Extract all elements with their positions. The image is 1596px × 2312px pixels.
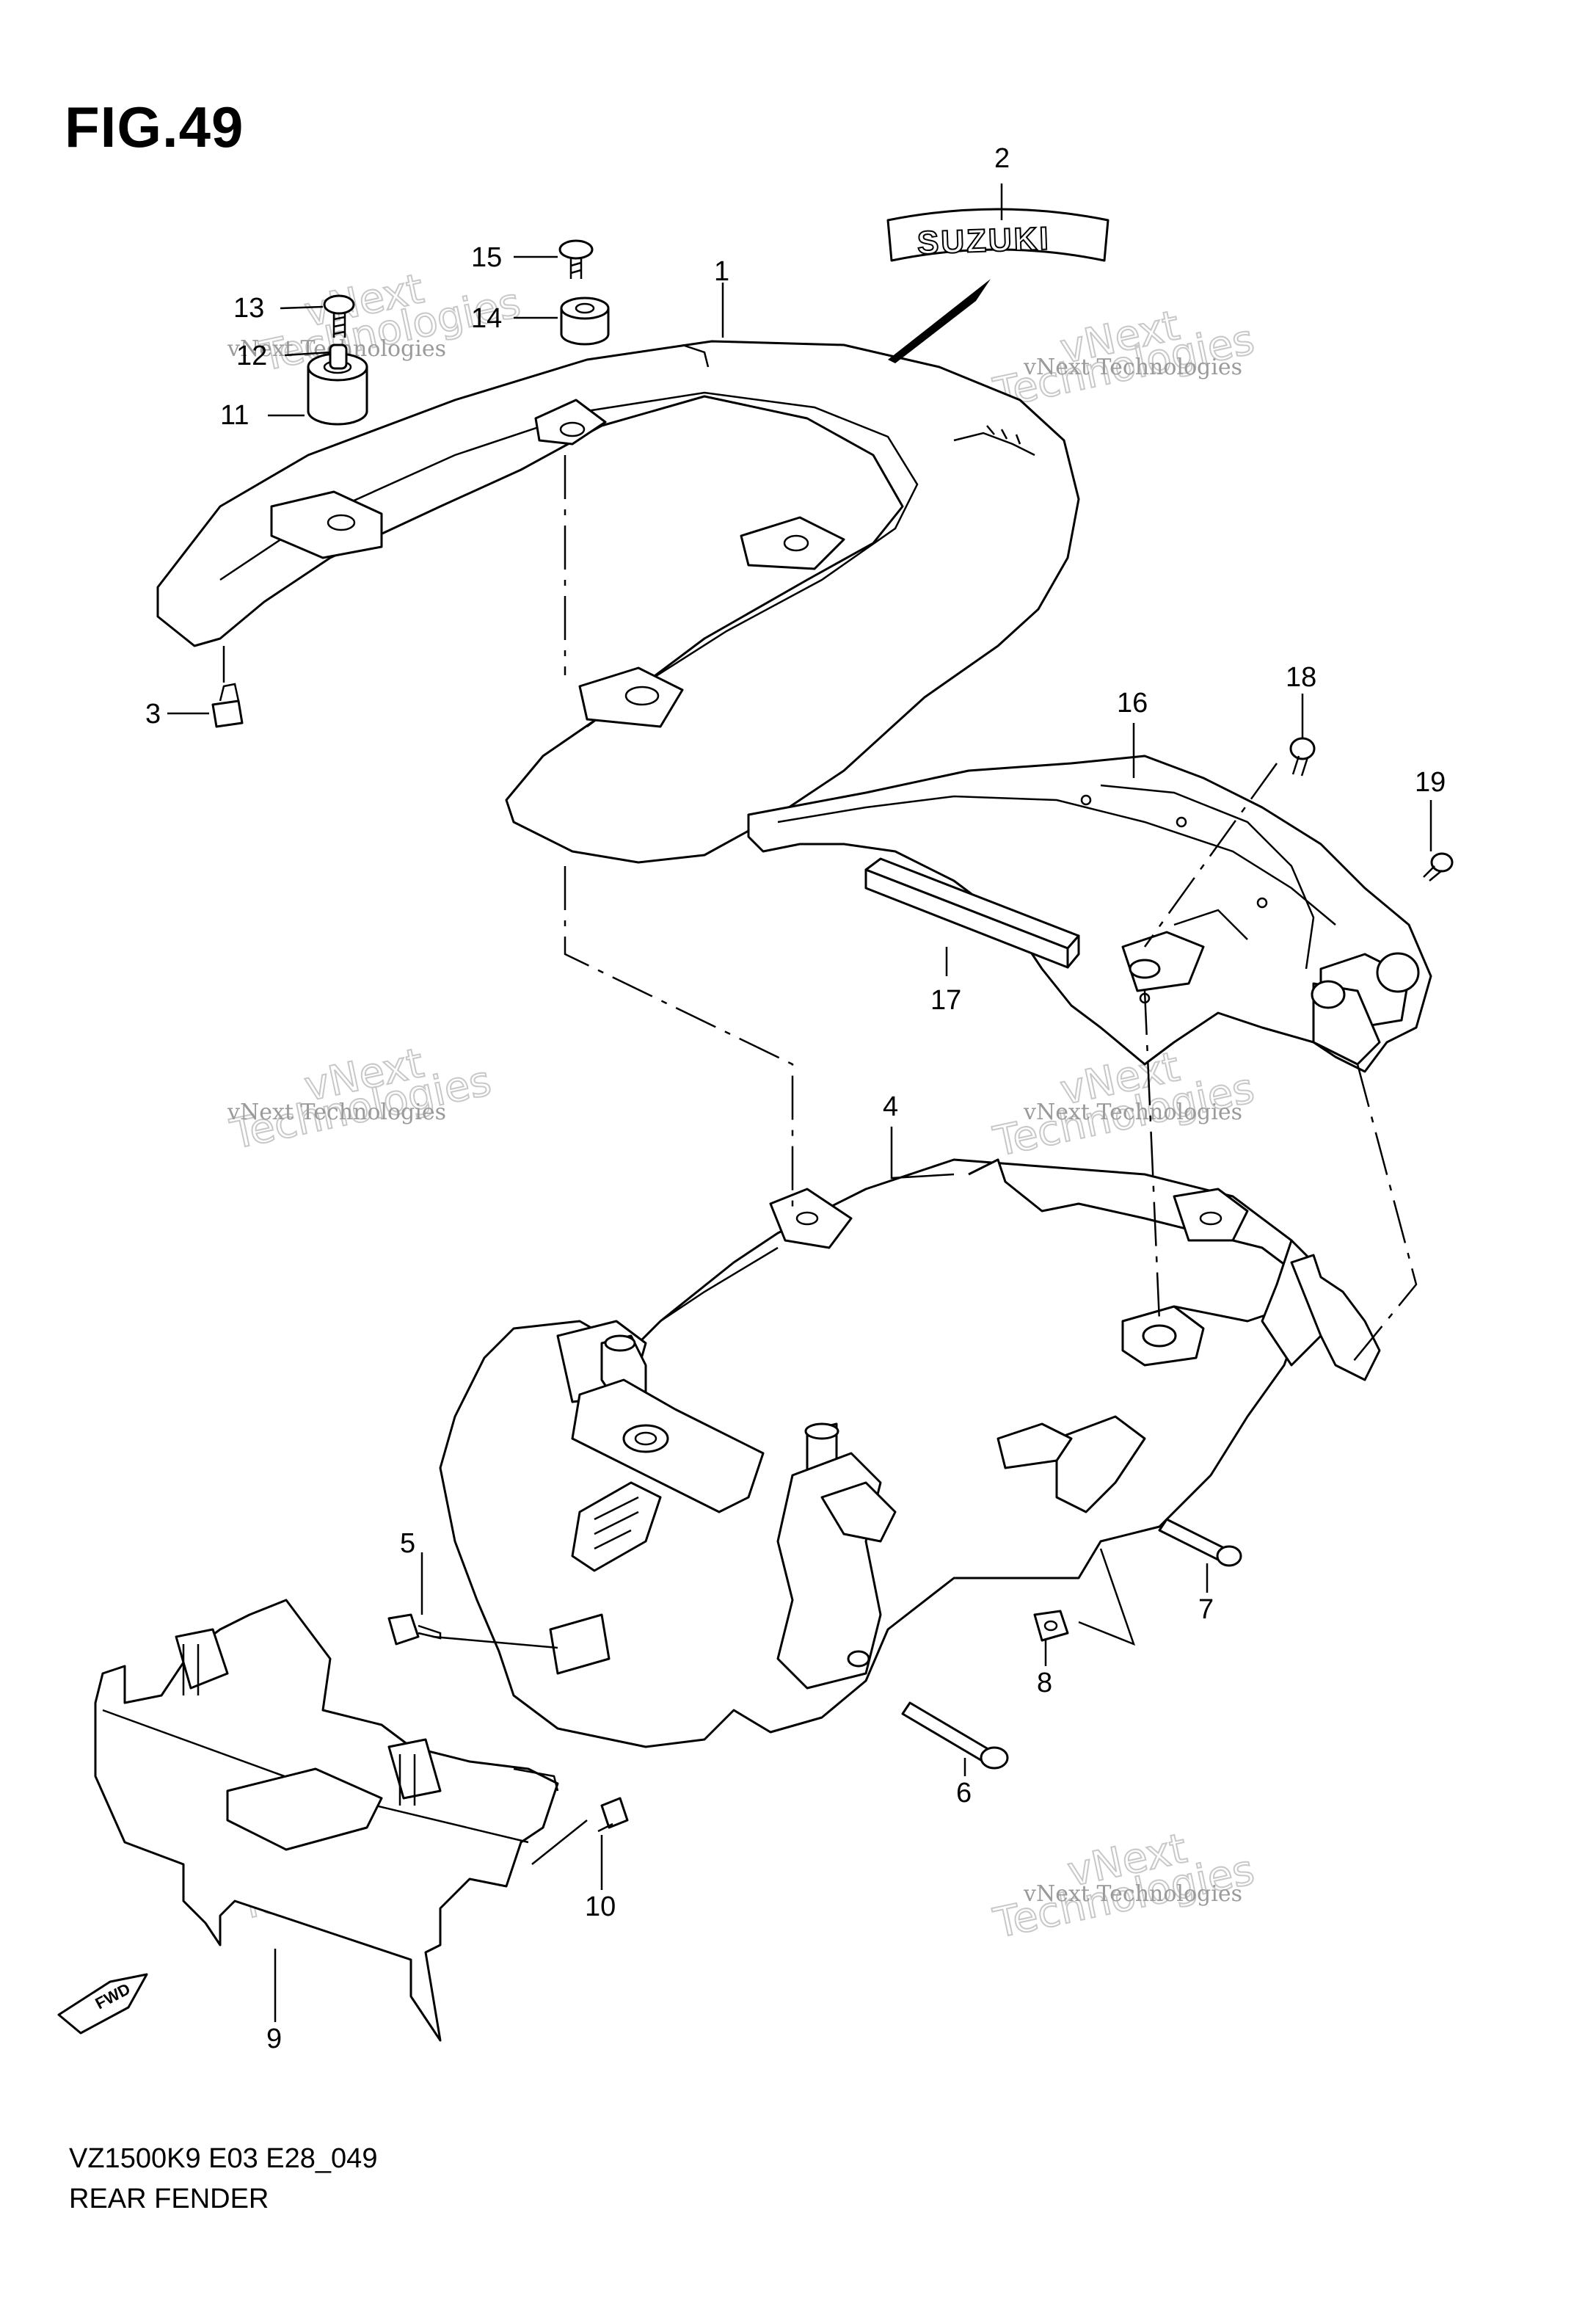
callout-9: 9	[266, 2024, 282, 2054]
callout-6: 6	[956, 1778, 972, 1808]
part-16-rear-fender-rear	[747, 755, 1432, 1073]
part-13-screw	[323, 294, 355, 338]
section-name: REAR FENDER	[69, 2184, 269, 2214]
callout-10: 10	[585, 1891, 616, 1922]
part-5-bolt	[387, 1613, 442, 1646]
part-9-fender-plate	[94, 1599, 559, 2042]
part-8-nut	[1033, 1610, 1069, 1642]
part-19-screw	[1423, 852, 1454, 881]
leader-lines	[167, 183, 1432, 2022]
watermark-mid-left: Technologies vNext vNext Technologies	[225, 1039, 495, 1160]
watermark-top-right: Technologies vNext vNext Technologies	[988, 301, 1258, 418]
part-15-screw	[558, 239, 594, 279]
figure-title: FIG.49	[65, 95, 244, 159]
callout-16: 16	[1117, 688, 1148, 719]
callout-18: 18	[1286, 662, 1316, 693]
model-code: VZ1500K9 E03 E28_049	[69, 2143, 378, 2174]
part-6-bolt	[901, 1701, 1009, 1770]
decal-suzuki-text: SUZUKI	[917, 221, 1051, 261]
callout-19: 19	[1415, 767, 1446, 798]
callout-5: 5	[400, 1528, 415, 1559]
part-1-rear-seat-cowl	[156, 340, 1080, 864]
part-17-cushion-strip	[864, 857, 1080, 969]
watermark-bottom-right: Technologies vNext vNext Technologies	[988, 1824, 1258, 1949]
part-2-suzuki-decal: SUZUKI	[886, 208, 1109, 363]
callout-2: 2	[994, 143, 1010, 174]
callout-labels: 1 2 3 4 5 6 7 8 9 10 11 12 13 14 15 16 1…	[145, 143, 1446, 2054]
callout-14: 14	[471, 303, 502, 334]
callout-1: 1	[714, 256, 729, 287]
callout-8: 8	[1037, 1668, 1052, 1698]
callout-17: 17	[930, 985, 961, 1016]
part-7-bolt	[1158, 1518, 1242, 1567]
part-3-nut	[211, 683, 244, 728]
part-10-clip	[597, 1797, 629, 1833]
svg-text:vNext Technologies: vNext Technologies	[227, 1099, 446, 1125]
svg-text:vNext Technologies: vNext Technologies	[1023, 1881, 1242, 1907]
callout-11: 11	[220, 400, 249, 431]
svg-text:vNext Technologies: vNext Technologies	[1023, 355, 1242, 380]
watermark-mid-right: Technologies vNext vNext Technologies	[988, 1042, 1258, 1167]
callout-13: 13	[233, 293, 264, 324]
fwd-arrow-icon: FWD	[57, 1973, 148, 2035]
callout-7: 7	[1198, 1594, 1214, 1625]
callout-12: 12	[236, 341, 267, 371]
part-14-grommet	[560, 297, 610, 346]
callout-3: 3	[145, 699, 161, 730]
svg-text:vNext Technologies: vNext Technologies	[1023, 1099, 1242, 1125]
part-18-screw	[1289, 737, 1316, 777]
callout-4: 4	[883, 1091, 898, 1122]
assembly-lines	[564, 455, 1418, 1366]
part-4-rear-fender-front	[439, 1158, 1381, 1748]
callout-15: 15	[471, 242, 502, 273]
part-12-collar	[329, 343, 348, 370]
